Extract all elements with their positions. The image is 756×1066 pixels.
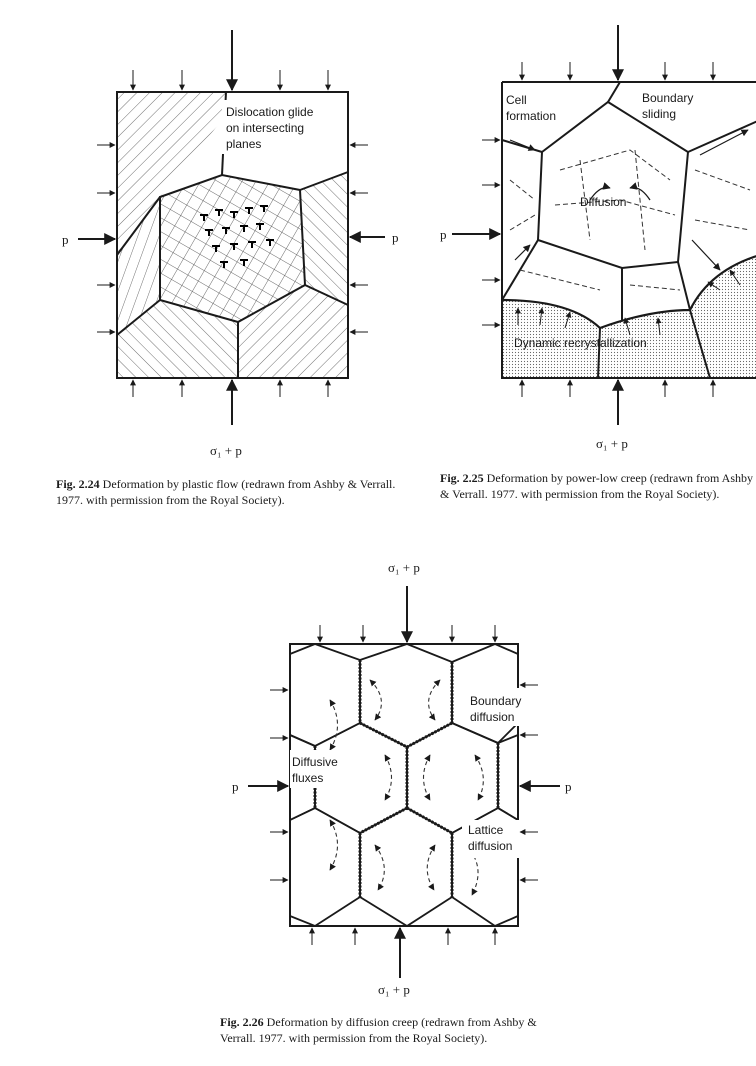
boundary-label-1: Boundary bbox=[642, 91, 693, 105]
frame bbox=[501, 81, 756, 379]
stress-arrows bbox=[248, 586, 560, 978]
boundary-label-bg bbox=[464, 688, 528, 726]
recrystallization-arrows bbox=[515, 269, 741, 336]
diffusion-arrows bbox=[589, 182, 651, 201]
left-pressure-label: p bbox=[440, 227, 447, 242]
lattice-label-bg bbox=[462, 820, 528, 858]
sliding-arrows bbox=[509, 129, 749, 271]
grain-center bbox=[160, 175, 305, 322]
boundary-label-2: diffusion bbox=[470, 710, 514, 724]
figure-2-26-diagram: Boundary diffusion Diffusive fluxes Latt… bbox=[232, 560, 572, 997]
grain-top-left bbox=[117, 92, 226, 255]
dislocation-symbols bbox=[200, 205, 274, 268]
caption-fig-2-24: Fig. 2.24 Deformation by plastic flow (r… bbox=[56, 476, 406, 508]
dislocation-cells bbox=[509, 149, 751, 291]
fluxes-label-2: fluxes bbox=[292, 771, 323, 785]
recrystallized-region bbox=[502, 256, 756, 378]
bottom-stress-label: σ₁ + p bbox=[596, 436, 628, 451]
figure-2-25-diagram: Cell formation Boundary sliding Diffusio… bbox=[440, 25, 756, 451]
caption-number: Fig. 2.26 bbox=[220, 1015, 264, 1029]
annotation-background bbox=[222, 100, 342, 154]
lattice-label-2: diffusion bbox=[468, 839, 512, 853]
left-pressure-label: p bbox=[62, 232, 69, 247]
annotation-line-3: planes bbox=[226, 137, 261, 151]
caption-number: Fig. 2.24 bbox=[56, 477, 100, 491]
cell-label-1: Cell bbox=[506, 93, 527, 107]
lattice-label-1: Lattice bbox=[468, 823, 504, 837]
figure-2-24-diagram: Dislocation glide on intersecting planes… bbox=[62, 30, 399, 458]
top-stress-label: σ₁ + p bbox=[388, 560, 420, 575]
boundary-diffusion-highlight bbox=[313, 660, 500, 897]
figure-2-25: Cell formation Boundary sliding Diffusio… bbox=[430, 0, 756, 460]
figure-2-24: Dislocation glide on intersecting planes… bbox=[0, 0, 420, 470]
grain-bottom-right bbox=[238, 285, 348, 378]
bottom-stress-label: σ₁ + p bbox=[210, 443, 242, 458]
figure-2-26: Boundary diffusion Diffusive fluxes Latt… bbox=[220, 550, 600, 1000]
caption-fig-2-25: Fig. 2.25 Deformation by power-low creep… bbox=[440, 470, 756, 502]
caption-text: Deformation by plastic flow (redrawn fro… bbox=[56, 477, 396, 507]
caption-text: Deformation by power-low creep (redrawn … bbox=[440, 471, 754, 501]
annotation-line-1: Dislocation glide bbox=[226, 105, 314, 119]
frame bbox=[116, 91, 349, 379]
caption-text: Deformation by diffusion creep (redrawn … bbox=[220, 1015, 537, 1045]
cell-label-2: formation bbox=[506, 109, 556, 123]
right-pressure-label: p bbox=[565, 779, 572, 794]
recrystallization-label: Dynamic recrystallization bbox=[514, 336, 647, 350]
boundary-label-1: Boundary bbox=[470, 694, 521, 708]
grain-left bbox=[117, 197, 160, 335]
grain-bottom-left bbox=[117, 300, 238, 378]
annotation-line-2: on intersecting bbox=[226, 121, 304, 135]
left-pressure-label: p bbox=[232, 779, 239, 794]
right-pressure-label: p bbox=[392, 230, 399, 245]
boundary-label-2: sliding bbox=[642, 107, 676, 121]
stress-arrows bbox=[452, 25, 716, 425]
fluxes-label-1: Diffusive bbox=[292, 755, 338, 769]
stress-arrows bbox=[78, 30, 385, 425]
caption-fig-2-26: Fig. 2.26 Deformation by diffusion creep… bbox=[220, 1014, 570, 1046]
bottom-stress-label: σ₁ + p bbox=[378, 982, 410, 997]
grain-right bbox=[300, 172, 348, 305]
caption-number: Fig. 2.25 bbox=[440, 471, 484, 485]
diffusive-flux-arrows bbox=[329, 679, 484, 896]
diffusion-label: Diffusion bbox=[580, 195, 626, 209]
fluxes-label-bg bbox=[290, 750, 342, 788]
